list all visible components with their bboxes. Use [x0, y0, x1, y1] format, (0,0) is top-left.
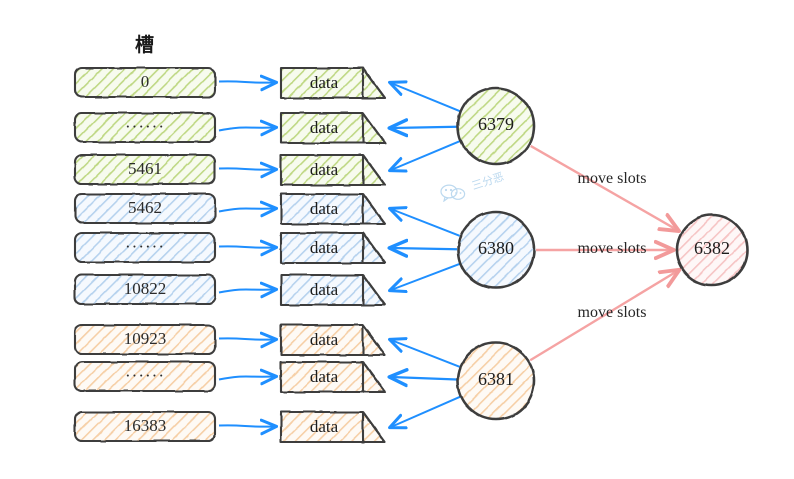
node-to-data-arrows [391, 83, 461, 427]
slot-to-data-arrow [218, 338, 275, 339]
data-document[interactable] [279, 111, 387, 145]
node-to-data-arrow [391, 340, 461, 368]
slot-to-data-arrow [218, 128, 275, 131]
slot-box[interactable] [73, 153, 217, 186]
slot-box[interactable] [73, 231, 217, 264]
node-circle-6379[interactable] [456, 86, 536, 166]
node-to-data-arrow [391, 377, 458, 380]
node-to-data-arrow [391, 248, 458, 249]
move-slots-arrows [529, 144, 678, 362]
data-document[interactable] [279, 273, 387, 307]
move-slots-arrow [529, 271, 678, 362]
slot-box[interactable] [73, 66, 217, 99]
node-circle-6380[interactable] [456, 210, 536, 290]
slot-to-data-arrow [218, 209, 275, 212]
slot-to-data-arrow [218, 290, 275, 293]
slot-to-data-arrow [218, 81, 275, 82]
data-document[interactable] [279, 410, 387, 444]
node-to-data-arrow [391, 395, 461, 427]
slot-to-data-arrow [218, 425, 275, 426]
data-document-column [279, 66, 387, 444]
node-circle-6382[interactable] [675, 213, 749, 287]
data-document[interactable] [279, 66, 387, 100]
slot-box[interactable] [73, 111, 217, 144]
data-document[interactable] [279, 153, 387, 187]
move-slots-arrow [530, 144, 678, 230]
node-circles [456, 86, 749, 421]
node-circle-6381[interactable] [456, 341, 536, 421]
data-document[interactable] [279, 360, 387, 394]
slot-to-data-arrow [218, 246, 275, 247]
node-to-data-arrow [391, 83, 461, 113]
data-document[interactable] [279, 192, 387, 226]
slot-to-data-arrow [218, 377, 275, 380]
slot-to-data-arrows [218, 81, 275, 426]
slot-box[interactable] [73, 360, 217, 393]
data-document[interactable] [279, 231, 387, 265]
slot-box[interactable] [73, 410, 217, 443]
slot-box[interactable] [73, 192, 217, 225]
slot-box[interactable] [73, 323, 217, 356]
node-to-data-arrow [391, 262, 460, 290]
node-to-data-arrow [391, 140, 461, 170]
slot-box[interactable] [73, 273, 217, 306]
data-document[interactable] [279, 323, 387, 357]
node-to-data-arrow [391, 127, 458, 128]
slot-column [73, 66, 217, 443]
node-to-data-arrow [391, 209, 461, 237]
slot-to-data-arrow [218, 168, 275, 169]
